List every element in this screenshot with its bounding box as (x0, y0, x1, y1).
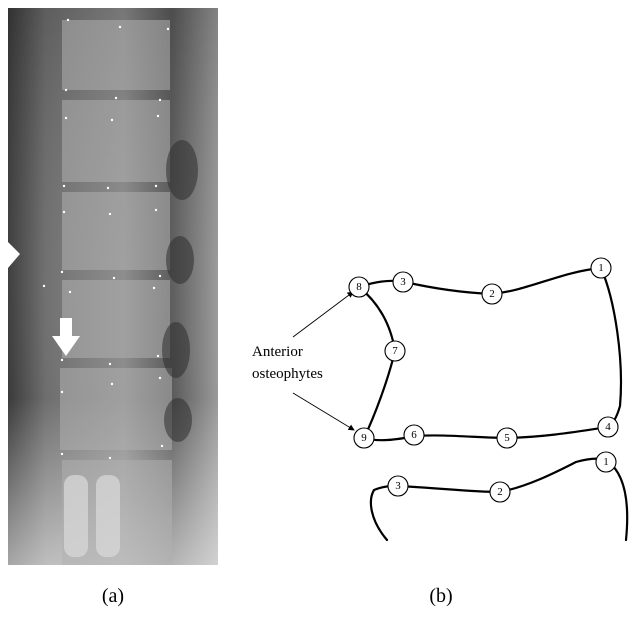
svg-text:9: 9 (361, 432, 367, 444)
point-l2: 2 (490, 482, 510, 502)
svg-text:5: 5 (504, 432, 510, 444)
svg-text:2: 2 (497, 486, 503, 498)
svg-text:2: 2 (489, 288, 495, 300)
svg-text:4: 4 (605, 421, 611, 433)
leader-to-point-9 (293, 393, 354, 430)
point-u7: 7 (385, 341, 405, 361)
svg-text:8: 8 (356, 281, 362, 293)
svg-text:1: 1 (603, 456, 609, 468)
svg-text:1: 1 (598, 262, 604, 274)
svg-text:3: 3 (400, 276, 406, 288)
svg-text:7: 7 (392, 345, 398, 357)
point-u4: 4 (598, 417, 618, 437)
svg-text:6: 6 (411, 429, 417, 441)
point-l1: 1 (596, 452, 616, 472)
schematic-panel: Anterior osteophytes 1 2 3 4 5 6 7 8 9 1… (252, 258, 627, 540)
point-u3: 3 (393, 272, 413, 292)
xray-panel (8, 8, 218, 565)
point-u9: 9 (354, 428, 374, 448)
point-u6: 6 (404, 425, 424, 445)
leader-to-point-8 (293, 292, 353, 337)
point-l3: 3 (388, 476, 408, 496)
point-u1: 1 (591, 258, 611, 278)
point-u8: 8 (349, 277, 369, 297)
caption-b: (b) (429, 585, 452, 607)
annotation-anterior: Anterior (252, 344, 303, 360)
caption-a: (a) (102, 585, 124, 607)
point-u5: 5 (497, 428, 517, 448)
point-u2: 2 (482, 284, 502, 304)
svg-text:3: 3 (395, 480, 401, 492)
annotation-osteophytes: osteophytes (252, 366, 323, 382)
